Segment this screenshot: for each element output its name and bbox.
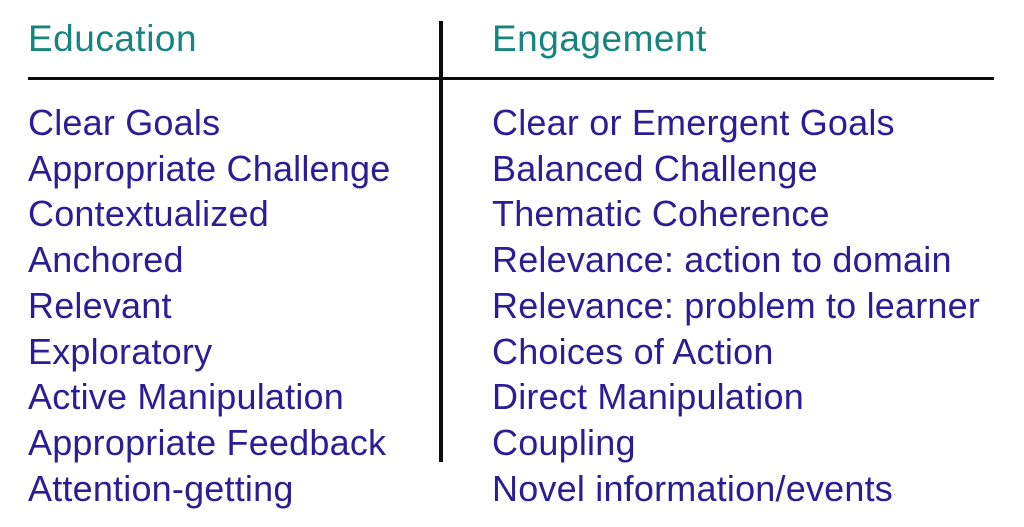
header-divider-line: [28, 77, 994, 80]
list-item: Clear Goals: [28, 102, 221, 143]
list-item: Coupling: [492, 421, 636, 463]
list-item: Exploratory: [28, 330, 213, 372]
list-item: Appropriate Challenge: [28, 147, 391, 189]
engagement-item-list: Clear or Emergent Goals Balanced Challen…: [492, 100, 1012, 511]
list-item: Contextualized: [28, 193, 269, 235]
list-item: Clear or Emergent Goals: [492, 102, 895, 143]
column-header-education: Education: [28, 18, 198, 59]
list-item: Novel information/events: [492, 467, 893, 509]
list-item: Anchored: [28, 239, 184, 281]
list-item: Direct Manipulation: [492, 376, 804, 418]
list-item: Appropriate Feedback: [28, 421, 387, 463]
column-divider-line: [439, 21, 443, 462]
list-item: Attention-getting: [28, 467, 294, 509]
education-item-list: Clear Goals Appropriate Challenge Contex…: [28, 100, 433, 511]
list-item: Thematic Coherence: [492, 193, 830, 235]
list-item: Relevance: action to domain: [492, 239, 952, 281]
list-item: Relevance: problem to learner: [492, 284, 981, 326]
list-item: Choices of Action: [492, 330, 774, 372]
list-item: Relevant: [28, 284, 172, 326]
column-header-engagement: Engagement: [492, 18, 707, 59]
list-item: Balanced Challenge: [492, 147, 818, 189]
list-item: Active Manipulation: [28, 376, 344, 418]
